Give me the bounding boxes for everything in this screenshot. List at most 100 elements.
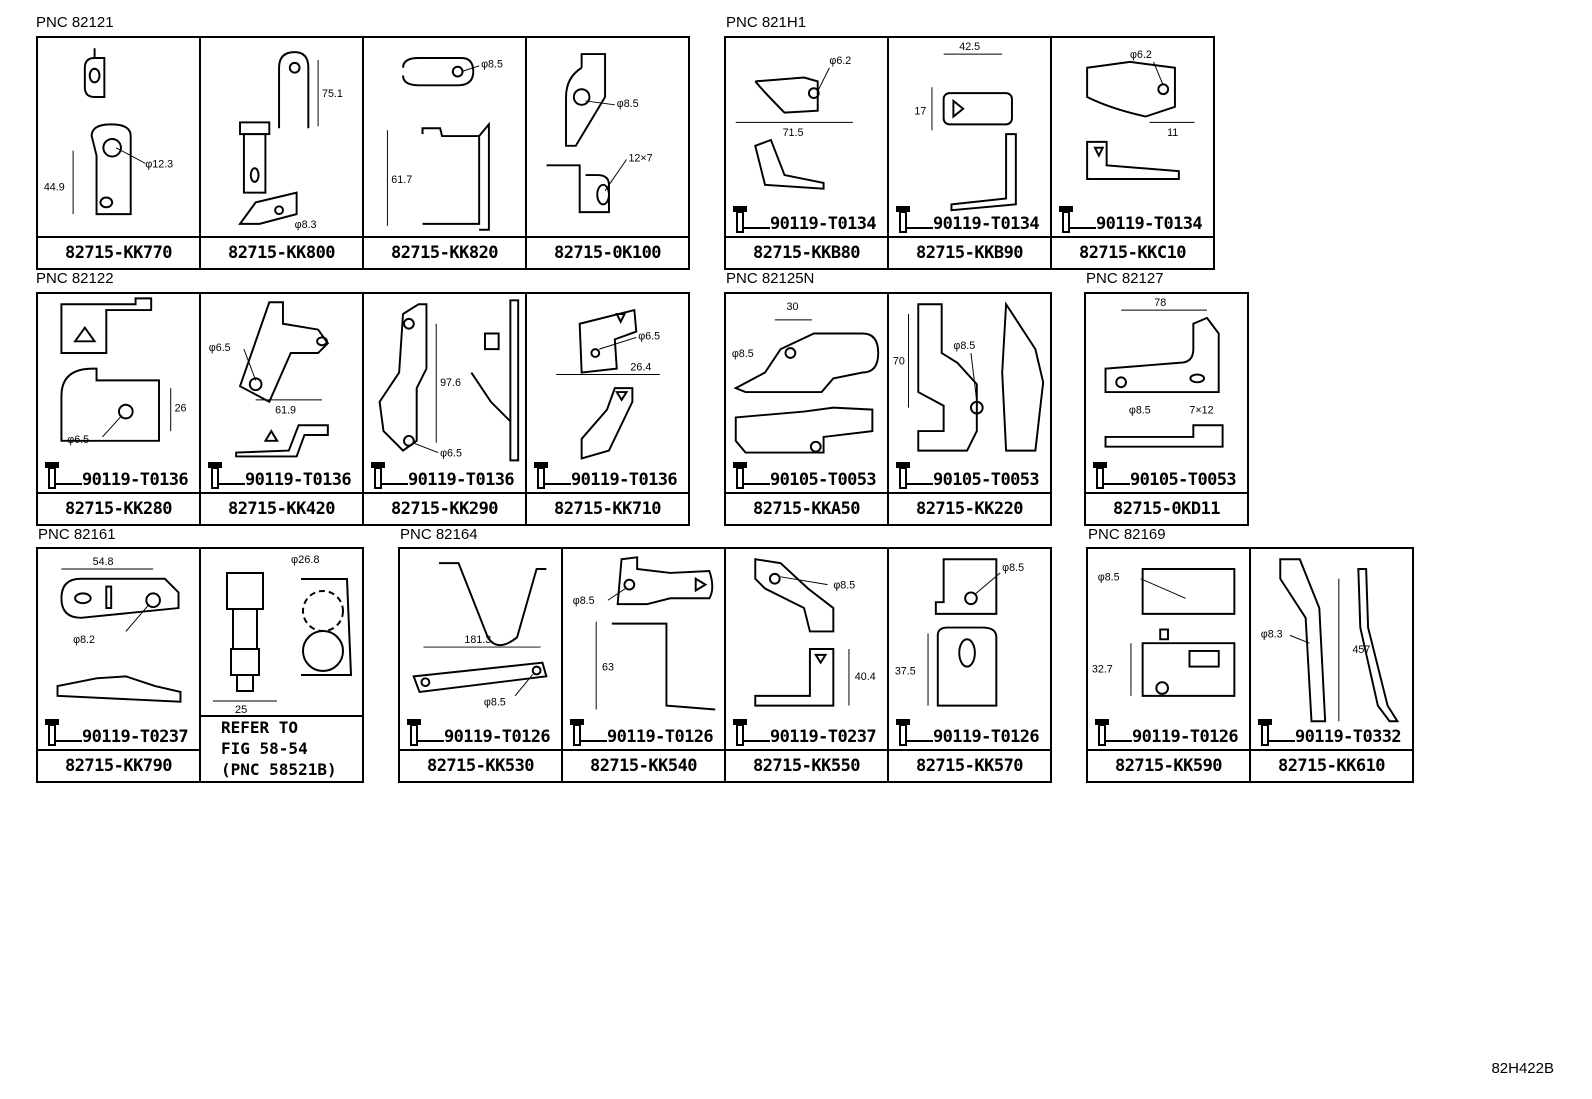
- part-number[interactable]: 82715-KK420: [201, 492, 362, 524]
- bolt-icon: [534, 462, 571, 489]
- bracket-drawing: φ6.5 61.9: [209, 301, 330, 458]
- bolt-number[interactable]: 90119-T0136: [82, 470, 189, 490]
- dimension-label: 457: [1352, 644, 1370, 656]
- bolt-number[interactable]: 90105-T0053: [933, 470, 1040, 490]
- dimension-label: 42.5: [959, 41, 980, 53]
- bolt-number[interactable]: 90119-T0134: [1096, 214, 1203, 234]
- bolt-number[interactable]: 90119-T0136: [245, 470, 352, 490]
- bolt-number[interactable]: 90119-T0136: [408, 470, 515, 490]
- part-cell[interactable]: 26 φ6.5 90119-T0136 82715-KK280: [36, 292, 201, 526]
- bolt-icon: [896, 462, 933, 489]
- bolt-number[interactable]: 90119-T0237: [82, 727, 189, 747]
- part-number[interactable]: 82715-KK570: [889, 749, 1050, 781]
- bracket-drawing: φ8.5 63: [573, 556, 716, 711]
- part-cell[interactable]: 75.1 φ8.3 82715-KK800: [199, 36, 364, 270]
- dimension-label: 26.4: [630, 362, 651, 374]
- part-number[interactable]: 82715-KK290: [364, 492, 525, 524]
- part-number[interactable]: 82715-KK220: [889, 492, 1050, 524]
- part-number[interactable]: 82715-KK280: [38, 492, 199, 524]
- part-cell[interactable]: φ6.2 71.5 90119-T0134 82715-KKB80: [724, 36, 889, 270]
- dimension-label: φ8.2: [73, 634, 95, 646]
- dimension-label: φ6.2: [829, 55, 851, 67]
- bolt-number[interactable]: 90119-T0136: [571, 470, 678, 490]
- dimension-label: φ6.5: [209, 342, 231, 354]
- dimension-label: φ8.5: [481, 59, 503, 71]
- part-cell[interactable]: 70 φ8.5 90105-T0053 82715-KK220: [887, 292, 1052, 526]
- part-number[interactable]: 82715-KK820: [364, 236, 525, 268]
- part-cell[interactable]: φ8.5 32.7 90119-T0126 82715-KK590: [1086, 547, 1251, 783]
- clamp-drawing: φ26.8 25: [213, 554, 353, 715]
- part-number[interactable]: 82715-KK550: [726, 749, 887, 781]
- bolt-number[interactable]: 90119-T0126: [933, 727, 1040, 747]
- bracket-drawing: 26 φ6.5: [60, 297, 187, 446]
- part-cell[interactable]: 42.5 17 90119-T0134 82715-KKB90: [887, 36, 1052, 270]
- part-number[interactable]: 82715-KK800: [201, 236, 362, 268]
- bolt-number[interactable]: 90119-T0134: [933, 214, 1040, 234]
- part-number[interactable]: 82715-KKB80: [726, 236, 887, 268]
- part-number[interactable]: 82715-KKA50: [726, 492, 887, 524]
- part-cell[interactable]: φ8.5 40.4 90119-T0237 82715-KK550: [724, 547, 889, 783]
- part-number[interactable]: 82715-KK540: [563, 749, 724, 781]
- bolt-number[interactable]: 90119-T0126: [1132, 727, 1239, 747]
- dimension-label: 32.7: [1092, 663, 1113, 675]
- bolt-callout: 90119-T0237: [42, 717, 189, 747]
- part-number[interactable]: 82715-KK770: [38, 236, 199, 268]
- bolt-icon: [1095, 719, 1132, 746]
- dimension-label: φ6.5: [638, 330, 660, 342]
- bolt-icon: [371, 462, 408, 489]
- part-cell[interactable]: φ12.3 44.9 82715-KK770: [36, 36, 201, 270]
- dimension-label: 37.5: [895, 665, 916, 677]
- bolt-icon: [896, 719, 933, 746]
- part-number[interactable]: 82715-KK790: [38, 749, 199, 781]
- part-cell[interactable]: 54.8 φ8.2 90119-T0237 82715-KK790: [36, 547, 201, 783]
- bolt-icon: [407, 719, 444, 746]
- part-number[interactable]: 82715-0KD11: [1086, 492, 1247, 524]
- part-cell[interactable]: φ8.5 61.7 82715-KK820: [362, 36, 527, 270]
- part-number[interactable]: 82715-KKC10: [1052, 236, 1213, 268]
- bracket-drawing: 54.8 φ8.2: [56, 556, 182, 703]
- dimension-label: φ6.5: [440, 447, 462, 459]
- part-number[interactable]: 82715-0K100: [527, 236, 688, 268]
- bolt-number[interactable]: 90119-T0126: [607, 727, 714, 747]
- part-cell[interactable]: 97.6 φ6.5 90119-T0136 82715-KK290: [362, 292, 527, 526]
- part-cell[interactable]: φ6.5 61.9 90119-T0136 82715-KK420: [199, 292, 364, 526]
- part-cell[interactable]: φ6.5 26.4 90119-T0136 82715-KK710: [525, 292, 690, 526]
- part-cell[interactable]: 30 φ8.5 90105-T0053 82715-KKA50: [724, 292, 889, 526]
- pnc-label-821h1: PNC 821H1: [726, 14, 807, 31]
- refer-line-2[interactable]: FIG 58-54: [221, 739, 308, 758]
- part-number[interactable]: 82715-KK710: [527, 492, 688, 524]
- part-number[interactable]: 82715-KK530: [400, 749, 561, 781]
- part-cell[interactable]: φ8.5 37.5 90119-T0126 82715-KK570: [887, 547, 1052, 783]
- part-number[interactable]: 82715-KK590: [1088, 749, 1249, 781]
- part-cell[interactable]: 78 φ8.5 7×12 90105-T0053 82715-0KD11: [1084, 292, 1249, 526]
- bolt-number[interactable]: 90105-T0053: [1130, 470, 1237, 490]
- bolt-icon: [570, 719, 607, 746]
- bolt-icon: [1059, 206, 1096, 233]
- part-number[interactable]: 82715-KK610: [1251, 749, 1412, 781]
- part-cell[interactable]: φ6.2 11 90119-T0134 82715-KKC10: [1050, 36, 1215, 270]
- part-cell[interactable]: φ8.3 457 90119-T0332 82715-KK610: [1249, 547, 1414, 783]
- bolt-callout: 90119-T0134: [730, 204, 877, 234]
- dimension-label: 75.1: [322, 88, 343, 100]
- bolt-number[interactable]: 90119-T0332: [1295, 727, 1402, 747]
- bolt-callout: 90119-T0134: [1056, 204, 1203, 234]
- part-cell[interactable]: φ8.5 12×7 82715-0K100: [525, 36, 690, 270]
- bolt-number[interactable]: 90119-T0237: [770, 727, 877, 747]
- part-cell[interactable]: 181.3 φ8.5 90119-T0126 82715-KK530: [398, 547, 563, 783]
- bolt-number[interactable]: 90119-T0126: [444, 727, 551, 747]
- bracket-drawing: 70 φ8.5: [893, 301, 1045, 452]
- dimension-label: φ8.5: [833, 580, 855, 592]
- bolt-icon: [45, 719, 82, 746]
- part-number[interactable]: 82715-KKB90: [889, 236, 1050, 268]
- part-cell[interactable]: φ8.5 63 90119-T0126 82715-KK540: [561, 547, 726, 783]
- bolt-number[interactable]: 90119-T0134: [770, 214, 877, 234]
- dimension-label: 26: [175, 403, 187, 415]
- bolt-icon: [45, 462, 82, 489]
- bolt-callout: 90119-T0126: [1092, 717, 1239, 747]
- bolt-number[interactable]: 90105-T0053: [770, 470, 877, 490]
- bracket-drawing: φ8.5 61.7: [386, 57, 503, 231]
- bracket-drawing: 30 φ8.5: [732, 301, 880, 454]
- bolt-icon: [1093, 462, 1130, 489]
